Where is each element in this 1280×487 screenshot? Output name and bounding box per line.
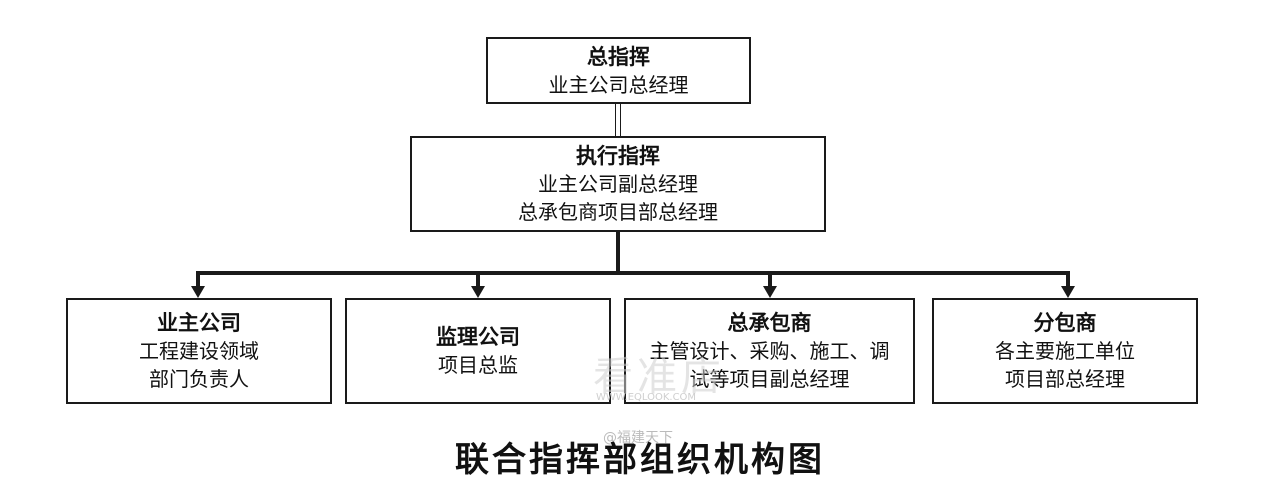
unit-box-supervisor: 监理公司 项目总监	[345, 298, 611, 404]
unit-line: 项目总监	[438, 353, 518, 377]
connector-top-left	[615, 104, 616, 136]
arrow-3	[763, 286, 777, 298]
arrow-1	[191, 286, 205, 298]
executive-box: 执行指挥 业主公司副总经理 总承包商项目部总经理	[410, 136, 826, 232]
unit-title: 分包商	[1033, 311, 1097, 335]
arrow-2	[471, 286, 485, 298]
executive-line-2: 总承包商项目部总经理	[518, 200, 718, 224]
watermark-handle: @福建天下	[603, 430, 673, 446]
commander-title: 总指挥	[587, 44, 650, 69]
diagram-title: 联合指挥部组织机构图	[455, 440, 825, 480]
arrow-4	[1061, 286, 1075, 298]
connector-top-right	[620, 104, 621, 136]
unit-line: 试等项目副总经理	[689, 367, 850, 391]
unit-line: 部门负责人	[149, 367, 249, 391]
drop-3	[768, 271, 772, 288]
commander-line: 业主公司总经理	[548, 72, 689, 97]
unit-box-subcontractor: 分包商 各主要施工单位 项目部总经理	[932, 298, 1198, 404]
unit-title: 业主公司	[157, 311, 241, 335]
cropped-header-text	[0, 0, 430, 4]
unit-line: 工程建设领域	[139, 339, 259, 363]
drop-2	[476, 271, 480, 288]
unit-line: 主管设计、采购、施工、调	[649, 339, 890, 363]
horizontal-bus	[196, 271, 1070, 275]
watermark-url: WWW.EQLOOK.COM	[596, 392, 697, 403]
connector-exec-down	[616, 232, 620, 274]
executive-title: 执行指挥	[576, 144, 660, 168]
executive-line-1: 业主公司副总经理	[538, 172, 698, 196]
unit-title: 总承包商	[727, 311, 812, 335]
commander-box: 总指挥 业主公司总经理	[486, 37, 751, 104]
unit-title: 监理公司	[436, 325, 520, 349]
drop-4	[1066, 271, 1070, 288]
unit-box-owner: 业主公司 工程建设领域 部门负责人	[66, 298, 332, 404]
unit-box-general-contractor: 总承包商 主管设计、采购、施工、调 试等项目副总经理	[624, 298, 915, 404]
drop-1	[196, 271, 200, 288]
unit-line: 各主要施工单位	[995, 339, 1135, 363]
watermark-mark: 看准店	[593, 354, 725, 400]
unit-line: 项目部总经理	[1005, 367, 1125, 391]
